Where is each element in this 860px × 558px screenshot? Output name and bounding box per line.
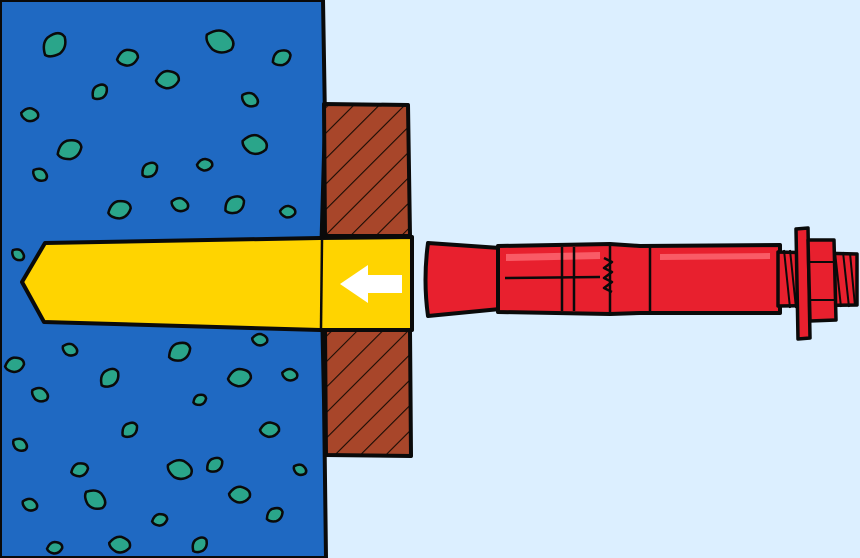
aggregate-stone — [191, 536, 209, 554]
aggregate-stone — [265, 506, 284, 523]
aggregate-stone — [107, 199, 132, 220]
aggregate-stone — [224, 195, 246, 215]
aggregate-stone — [226, 367, 253, 388]
aggregate-stone — [205, 29, 235, 54]
aggregate-stone — [21, 497, 39, 512]
insert-direction-arrow — [340, 265, 402, 303]
aggregate-stone — [258, 421, 281, 439]
aggregate-stone — [31, 167, 49, 183]
aggregate-stone — [227, 485, 252, 504]
aggregate-stone — [11, 437, 29, 452]
expansion-anchor-bolt — [423, 226, 859, 341]
aggregate-stone — [30, 386, 50, 403]
aggregate-stone — [241, 133, 269, 156]
aggregate-stone — [11, 248, 26, 262]
aggregate-stone — [292, 463, 308, 477]
aggregate-stone — [195, 157, 214, 172]
drill-hole — [20, 235, 414, 332]
aggregate-stone — [69, 462, 90, 478]
aggregate-stone — [271, 49, 292, 67]
aggregate-stone — [121, 421, 139, 439]
aggregate-stone — [240, 91, 260, 108]
aggregate-stone — [166, 458, 193, 481]
aggregate-stone — [150, 512, 169, 527]
aggregate-stone — [154, 69, 181, 90]
aggregate-stone — [42, 31, 67, 58]
aggregate-stone — [99, 367, 120, 388]
aggregate-stone — [107, 535, 132, 554]
aggregate-stone — [83, 489, 107, 511]
aggregate-stone — [192, 393, 208, 407]
aggregate-stone — [61, 342, 79, 357]
aggregate-stone — [3, 356, 26, 374]
aggregate-stone — [19, 106, 40, 123]
concrete-aggregate — [3, 29, 308, 555]
aggregate-stone — [170, 196, 190, 213]
aggregate-stone — [141, 161, 159, 179]
aggregate-stone — [45, 540, 64, 555]
aggregate-stone — [281, 367, 299, 382]
aggregate-stone — [278, 204, 297, 219]
aggregate-stone — [250, 332, 269, 347]
aggregate-stone — [56, 139, 83, 161]
aggregate-stone — [167, 341, 192, 362]
aggregate-stone — [115, 48, 140, 67]
aggregate-stone — [91, 83, 109, 101]
aggregate-stone — [206, 456, 224, 473]
